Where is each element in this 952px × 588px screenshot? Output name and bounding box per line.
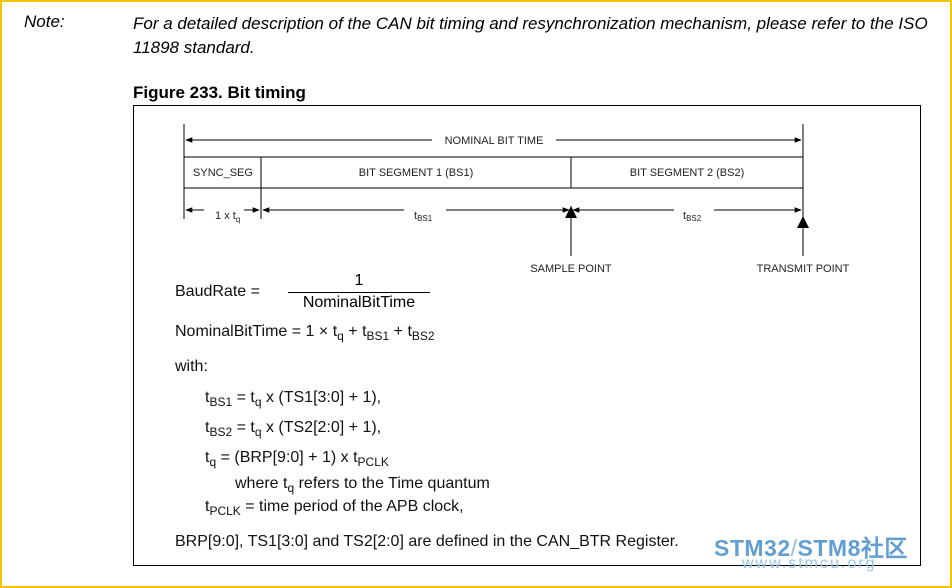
segment-row	[183, 156, 804, 189]
tbs1-label: tBS1	[414, 210, 433, 223]
figure-box: NOMINAL BIT TIME SYNC_SEG BIT SEGMENT 1 …	[133, 105, 921, 566]
nominal-formula: NominalBitTime = 1 × tq + tBS1 + tBS2	[175, 323, 435, 343]
figure-title: Figure 233. Bit timing	[133, 83, 306, 102]
register-footnote: BRP[9:0], TS1[3:0] and TS2[2:0] are defi…	[175, 533, 679, 550]
transmit-point-label: TRANSMIT POINT	[757, 263, 850, 275]
bs1-label: BIT SEGMENT 1 (BS1)	[359, 167, 474, 179]
formula-tbs1: tBS1 = tq x (TS1[3:0] + 1),	[205, 389, 382, 409]
formula-tq: tq = (BRP[9:0] + 1) x tPCLK	[205, 449, 389, 469]
transmit-point-arrowhead	[797, 216, 809, 228]
note-text: For a detailed description of the CAN bi…	[133, 14, 928, 57]
with-label: with:	[175, 358, 208, 375]
stm-community-watermark: STM32/STM8社区	[714, 535, 908, 561]
bit-timing-diagram: NOMINAL BIT TIME SYNC_SEG BIT SEGMENT 1 …	[183, 124, 850, 275]
formula-tq-note: where tq refers to the Time quantum	[235, 475, 490, 495]
baudrate-fraction: 1 NominalBitTime	[288, 272, 430, 312]
tbs2-label: tBS2	[683, 210, 702, 223]
bs2-label: BIT SEGMENT 2 (BS2)	[630, 167, 745, 179]
baudrate-numerator: 1	[288, 272, 430, 293]
sample-point-label: SAMPLE POINT	[530, 263, 612, 275]
tq-label: 1 x tq	[215, 210, 240, 224]
baudrate-denominator: NominalBitTime	[302, 294, 416, 311]
note-label: Note:	[24, 12, 65, 31]
nominal-bit-time-label: NOMINAL BIT TIME	[445, 135, 544, 147]
sample-point-arrowhead	[565, 206, 577, 218]
formula-tbs2: tBS2 = tq x (TS2[2:0] + 1),	[205, 419, 382, 439]
watermark-url: www.stmcu.org	[742, 555, 877, 572]
sync-seg-label: SYNC_SEG	[193, 167, 253, 179]
formula-tpclk: tPCLK = time period of the APB clock,	[205, 498, 464, 518]
baudrate-lhs: BaudRate =	[175, 283, 260, 300]
